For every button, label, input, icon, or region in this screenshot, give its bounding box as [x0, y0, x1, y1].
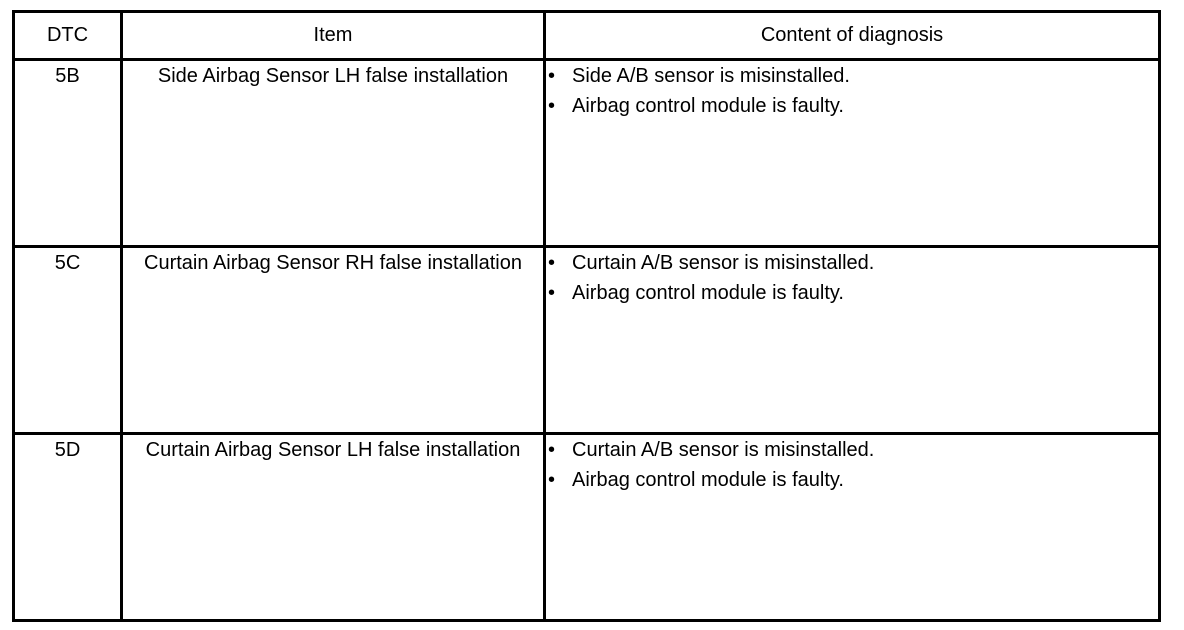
- list-item-label: Curtain A/B sensor is misinstalled.: [572, 252, 875, 274]
- cell-dtc-code: 5B: [12, 58, 123, 248]
- cell-diagnosis-content: • Curtain A/B sensor is misinstalled. • Ai…: [543, 245, 1161, 435]
- table-header: DTC Item Content of diagnosis: [12, 10, 1161, 61]
- diagnosis-bullet-list: • Curtain A/B sensor is misinstalled. • Ai…: [546, 248, 1158, 308]
- bullet-icon: •: [548, 252, 556, 274]
- bullet-icon: •: [548, 282, 556, 304]
- list-item: • Side A/B sensor is misinstalled.: [546, 61, 1158, 91]
- column-header-diagnosis: Content of diagnosis: [543, 10, 1161, 61]
- cell-item-description: Curtain Airbag Sensor LH false installat…: [120, 432, 546, 622]
- list-item-label: Side A/B sensor is misinstalled.: [572, 65, 850, 87]
- list-item: • Airbag control module is faulty.: [546, 91, 1158, 121]
- bullet-icon: •: [548, 439, 556, 461]
- diagnosis-bullet-list: • Side A/B sensor is misinstalled. • Airba…: [546, 61, 1158, 121]
- diagnosis-bullet-list: • Curtain A/B sensor is misinstalled. • Ai…: [546, 435, 1158, 495]
- table-row: 5B Side Airbag Sensor LH false installat…: [12, 58, 1161, 248]
- column-header-dtc: DTC: [12, 10, 123, 61]
- table-header-row: DTC Item Content of diagnosis: [12, 10, 1161, 61]
- bullet-icon: •: [548, 65, 556, 87]
- list-item-label: Airbag control module is faulty.: [572, 95, 844, 117]
- bullet-icon: •: [548, 469, 556, 491]
- cell-diagnosis-content: • Side A/B sensor is misinstalled. • Airba…: [543, 58, 1161, 248]
- table-row: 5D Curtain Airbag Sensor LH false instal…: [12, 432, 1161, 622]
- list-item-label: Airbag control module is faulty.: [572, 469, 844, 491]
- table-body: 5B Side Airbag Sensor LH false installat…: [12, 58, 1161, 622]
- list-item-label: Curtain A/B sensor is misinstalled.: [572, 439, 875, 461]
- cell-item-description: Curtain Airbag Sensor RH false installat…: [120, 245, 546, 435]
- cell-dtc-code: 5C: [12, 245, 123, 435]
- list-item: • Curtain A/B sensor is misinstalled.: [546, 435, 1158, 465]
- cell-dtc-code: 5D: [12, 432, 123, 622]
- table-row: 5C Curtain Airbag Sensor RH false instal…: [12, 245, 1161, 435]
- list-item: • Airbag control module is faulty.: [546, 278, 1158, 308]
- list-item: • Airbag control module is faulty.: [546, 465, 1158, 495]
- bullet-icon: •: [548, 95, 556, 117]
- column-header-item: Item: [120, 10, 546, 61]
- cell-item-description: Side Airbag Sensor LH false installation: [120, 58, 546, 248]
- cell-diagnosis-content: • Curtain A/B sensor is misinstalled. • Ai…: [543, 432, 1161, 622]
- list-item: • Curtain A/B sensor is misinstalled.: [546, 248, 1158, 278]
- dtc-diagnosis-table: DTC Item Content of diagnosis 5B Side Ai…: [12, 10, 1161, 622]
- list-item-label: Airbag control module is faulty.: [572, 282, 844, 304]
